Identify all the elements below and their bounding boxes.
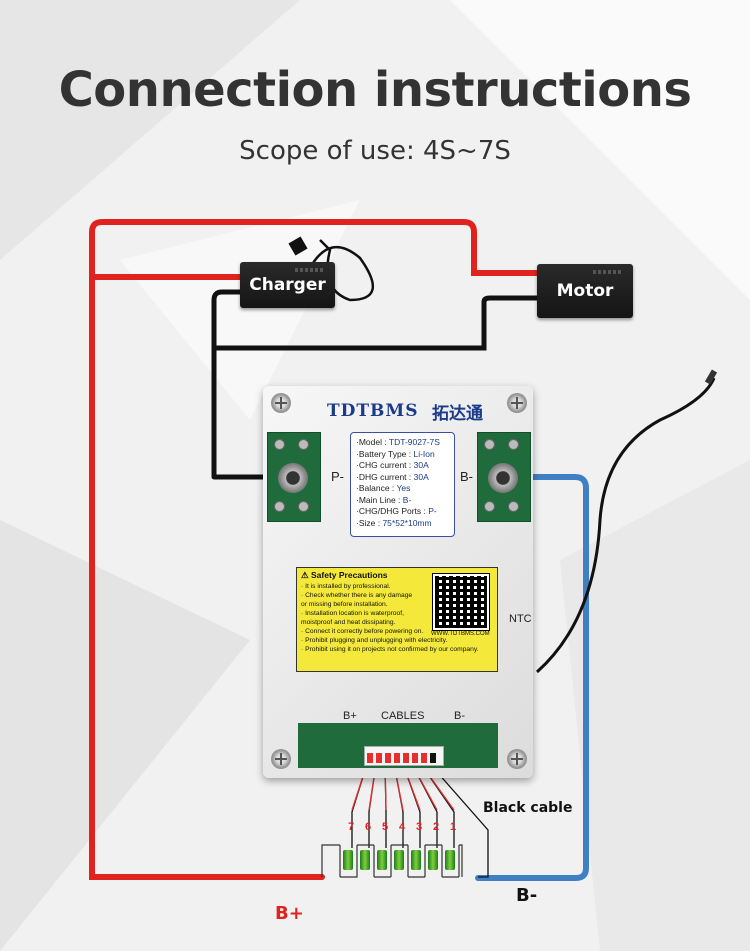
- pin: [367, 753, 373, 763]
- battery-cell-icon: [411, 850, 421, 870]
- qr-url: WWW.TDTBMS.COM: [431, 631, 490, 637]
- cell-number: 5: [382, 821, 389, 833]
- cell-number: 4: [399, 821, 406, 833]
- motor-box: Motor: [537, 264, 633, 318]
- battery-cell-icon: [377, 850, 387, 870]
- black-wire-bottom: [214, 295, 540, 351]
- cell-number: 6: [365, 821, 372, 833]
- pad: [274, 439, 285, 450]
- safety-line: · Connect it correctly before powering o…: [301, 628, 424, 635]
- cell-number: 3: [416, 821, 423, 833]
- page-subtitle: Scope of use: 4S~7S: [239, 136, 511, 166]
- battery-cell-icon: [428, 850, 438, 870]
- screw-icon: [507, 749, 527, 769]
- pad: [484, 439, 495, 450]
- spec-line: ·Size : 75*52*10mm: [356, 517, 432, 528]
- safety-line: · Check whether there is any damage: [301, 592, 413, 599]
- battery-cell-icon: [343, 850, 353, 870]
- pad: [274, 501, 285, 512]
- safety-line: · Prohibit using it on projects not conf…: [301, 646, 479, 653]
- warning-icon: ⚠: [301, 570, 309, 580]
- motor-label: Motor: [556, 281, 614, 301]
- pin: [403, 753, 409, 763]
- safety-line: or missing before installation.: [301, 601, 388, 608]
- b-minus-terminal-label: B-: [460, 469, 473, 484]
- battery-cell-icon: [445, 850, 455, 870]
- pin: [421, 753, 427, 763]
- battery-cell-icon: [394, 850, 404, 870]
- safety-line: · Installation location is waterproof,: [301, 610, 404, 617]
- safety-label: ⚠ Safety Precautions · It is installed b…: [296, 567, 498, 672]
- cell-number: 1: [450, 821, 457, 833]
- cell-number: 2: [433, 821, 440, 833]
- black-wire-p-minus: [211, 289, 290, 480]
- spec-line: ·CHG current : 30A: [356, 460, 429, 470]
- pad: [484, 501, 495, 512]
- page-title: Connection instructions: [58, 62, 692, 118]
- cell-number: 7: [348, 821, 355, 833]
- qr-code-icon: [432, 573, 490, 631]
- charger-label: Charger: [249, 275, 326, 295]
- safety-line: · It is installed by professional.: [301, 583, 391, 590]
- spec-line: ·CHG/DHG Ports : P-: [356, 506, 437, 516]
- screw-icon: [271, 749, 291, 769]
- spec-line: ·DHG current : 30A: [356, 471, 429, 482]
- ntc-probe-cable: [535, 377, 716, 674]
- blue-wire-bminus: [475, 474, 589, 881]
- pad: [508, 439, 519, 450]
- safety-title: ⚠ Safety Precautions: [301, 570, 388, 580]
- safety-line: moistproof and heat dissipating.: [301, 619, 396, 626]
- red-wire-bplus: [89, 219, 543, 880]
- spec-line: ·Model : TDT-9027-7S: [356, 437, 440, 447]
- spec-label: ·Model : TDT-9027-7S ·Battery Type : Li-…: [350, 432, 455, 537]
- screw-icon: [507, 393, 527, 413]
- ntc-label: NTC: [509, 613, 532, 625]
- spec-line: ·Balance : Yes: [356, 483, 411, 493]
- spec-line: ·Main Line : B-: [356, 494, 412, 505]
- bminus-small-label: B-: [454, 710, 465, 722]
- balance-connector: [364, 746, 444, 766]
- pin: [412, 753, 418, 763]
- pin: [385, 753, 391, 763]
- black-cable-label: Black cable: [483, 800, 573, 816]
- vent-dots: [295, 268, 325, 272]
- pin: [376, 753, 382, 763]
- p-minus-label: P-: [331, 469, 344, 484]
- pad: [508, 501, 519, 512]
- safety-line: · Prohibit plugging and unplugging with …: [301, 637, 448, 644]
- b-minus-terminal: [488, 463, 518, 493]
- charger-box: Charger: [240, 262, 335, 308]
- p-minus-terminal: [278, 463, 308, 493]
- b-minus-label: B-: [516, 885, 538, 906]
- b-plus-label: B+: [275, 903, 304, 924]
- pin: [394, 753, 400, 763]
- pad: [298, 439, 309, 450]
- vent-dots: [593, 270, 623, 274]
- p-minus-pcb: [267, 432, 321, 522]
- spec-line: ·Battery Type : Li-Ion: [356, 448, 435, 459]
- bplus-small-label: B+: [343, 710, 357, 722]
- brand-logo-cn: 拓达通: [432, 404, 483, 424]
- cables-label: CABLES: [381, 710, 425, 722]
- screw-icon: [271, 393, 291, 413]
- battery-cell-icon: [360, 850, 370, 870]
- pad: [298, 501, 309, 512]
- pin: [430, 753, 436, 763]
- brand-logo: TDTBMS: [327, 401, 419, 421]
- b-minus-pcb: [477, 432, 531, 522]
